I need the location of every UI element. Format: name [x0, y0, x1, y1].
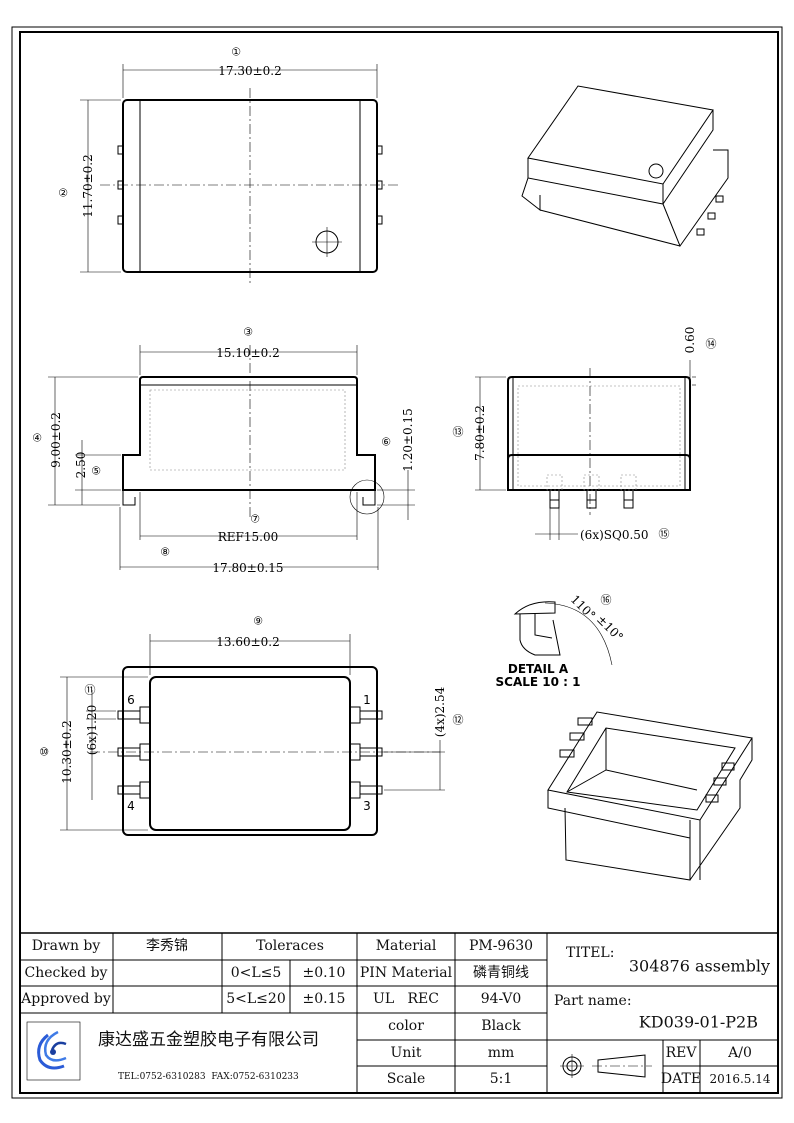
unit-value: mm	[488, 1045, 515, 1061]
balloon-1: ①	[231, 46, 241, 59]
flange-height-dim: 2.50	[74, 452, 88, 479]
pin-label-3: 3	[363, 799, 371, 813]
tolerances-label: Toleraces	[256, 938, 324, 954]
checked-by-label: Checked by	[25, 965, 108, 981]
front-view: 15.10±0.2 ③ 9.00±0.2 ④ 2.50 ⑤ 1.20±0.15 …	[32, 326, 415, 575]
isometric-view-top	[521, 85, 729, 248]
front-height-dim: 9.00±0.2	[49, 412, 63, 468]
ul-label: UL REC	[373, 991, 439, 1007]
balloon-9: ⑨	[253, 615, 263, 628]
bottom-view: 6 4 1 3 13.60±0.2 ⑨ 10.30±0.2 ⑩ (6x)1.20…	[39, 615, 464, 836]
pin-size-dim: (6x)SQ0.50	[580, 528, 649, 542]
pin-label-1: 1	[363, 693, 371, 707]
drawn-by-label: Drawn by	[32, 938, 101, 954]
outer-frame	[11, 26, 783, 1099]
rev-label: REV	[666, 1045, 698, 1061]
balloon-5: ⑤	[91, 465, 101, 478]
pin-pitch-dim: (4x)2.54	[433, 686, 447, 737]
pin-width-dim: (6x)1.20	[85, 705, 99, 755]
tol-value-1: ±0.10	[303, 965, 346, 981]
part-name-label: Part name:	[554, 993, 632, 1009]
company-contact: TEL:0752-6310283 FAX:0752-6310233	[118, 1072, 299, 1082]
color-label: color	[388, 1018, 424, 1034]
scale-value: 5:1	[490, 1071, 513, 1087]
balloon-13: ⑬	[453, 426, 464, 439]
projection-symbol-icon	[560, 1054, 652, 1078]
pin-material-label: PIN Material	[360, 965, 453, 981]
inner-frame	[19, 31, 779, 1094]
bottom-width-dim: 13.60±0.2	[216, 635, 280, 649]
detail-angle-dim: 110°	[568, 592, 598, 622]
company-name: 康达盛五金塑胶电子有限公司	[98, 1030, 319, 1050]
balloon-8: ⑧	[160, 546, 170, 559]
top-width-dim: 17.30±0.2	[218, 64, 282, 78]
detail-scale: SCALE 10 : 1	[496, 675, 581, 689]
drawn-by-value: 李秀锦	[146, 937, 188, 954]
scale-label: Scale	[387, 1071, 426, 1087]
balloon-14: ⑭	[706, 338, 717, 351]
drawing-title: 304876 assembly	[629, 957, 770, 976]
top-height-dim: 11.70±0.2	[81, 154, 95, 218]
tol-range-1: 0<L≤5	[231, 965, 282, 981]
balloon-3: ③	[243, 326, 253, 339]
date-value: 2016.5.14	[709, 1072, 770, 1086]
pin-label-4: 4	[127, 799, 135, 813]
unit-label: Unit	[391, 1045, 422, 1061]
title-label: TITEL:	[566, 945, 614, 961]
tol-value-2: ±0.15	[303, 991, 346, 1007]
detail-a: 110° ±10° ⑯ DETAIL A SCALE 10 : 1	[496, 592, 626, 689]
company-logo	[26, 1021, 81, 1081]
color-value: Black	[481, 1018, 521, 1034]
balloon-7: ⑦	[250, 513, 260, 526]
bottom-height-dim: 10.30±0.2	[60, 720, 74, 784]
top-view: 17.30±0.2 ① 11.70±0.2 ②	[58, 46, 400, 285]
pin-label-6: 6	[127, 693, 135, 707]
part-name-value: KD039-01-P2B	[639, 1013, 758, 1032]
balloon-10: ⑩	[39, 746, 49, 759]
isometric-view-bottom	[547, 711, 753, 881]
balloon-15: ⑮	[659, 528, 670, 541]
title-block: Drawn by 李秀锦 Checked by Approved by Tole…	[20, 932, 778, 1093]
detail-tolerance-dim: ±10°	[594, 612, 626, 644]
overall-length-dim: 17.80±0.15	[212, 561, 283, 575]
material-label: Material	[376, 938, 437, 954]
date-label: DATE	[661, 1071, 701, 1087]
balloon-2: ②	[58, 187, 68, 200]
material-value: PM-9630	[469, 938, 533, 954]
rev-value: A/0	[727, 1045, 752, 1061]
ul-value: 94-V0	[481, 991, 522, 1007]
approved-by-label: Approved by	[20, 991, 111, 1007]
balloon-6: ⑥	[381, 436, 391, 449]
balloon-4: ④	[32, 432, 42, 445]
balloon-12: ⑫	[453, 714, 464, 727]
lead-thickness-dim: 1.20±0.15	[401, 408, 415, 472]
side-height-dim: 7.80±0.2	[473, 405, 487, 461]
top-thickness-dim: 0.60	[683, 327, 697, 354]
front-width-dim: 15.10±0.2	[216, 346, 280, 360]
detail-title: DETAIL A	[508, 662, 569, 676]
pin-material-value: 磷青铜线	[473, 965, 529, 981]
balloon-11: ⑪	[85, 684, 96, 697]
ref-length-dim: REF15.00	[218, 530, 278, 544]
tol-range-2: 5<L≤20	[226, 991, 285, 1007]
balloon-16: ⑯	[601, 594, 612, 607]
detail-a-callout	[349, 479, 385, 515]
side-view: 7.80±0.2 ⑬ 0.60 ⑭ (6x)SQ0.50 ⑮	[453, 327, 717, 542]
